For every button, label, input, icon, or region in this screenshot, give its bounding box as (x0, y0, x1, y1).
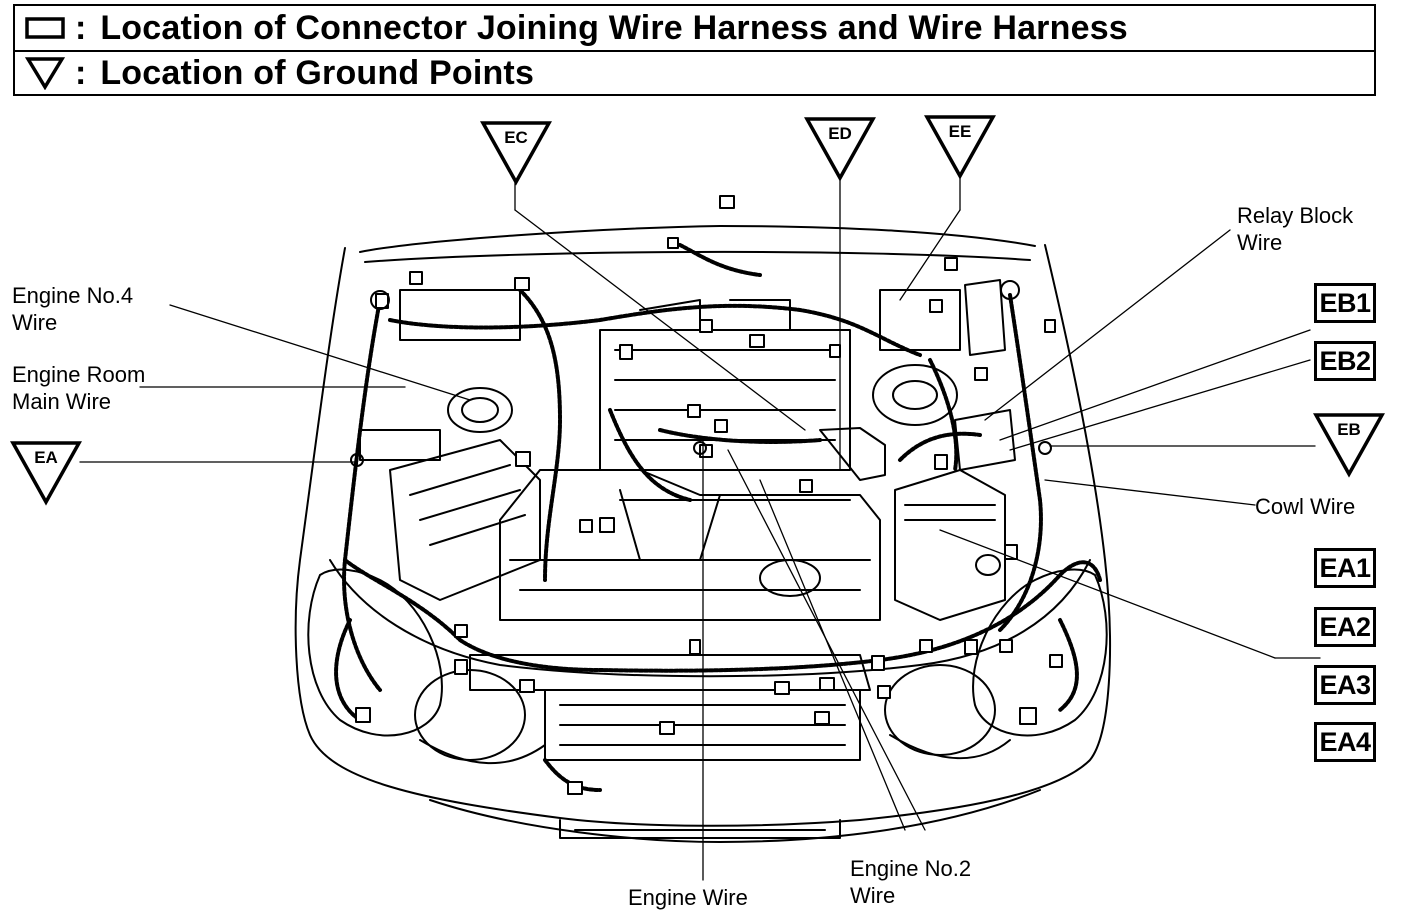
connector-ea1: EA1 (1314, 548, 1380, 592)
ground-point-ed: ED (804, 116, 876, 182)
leader-engine-no2-b (759, 479, 906, 831)
leader-engine-no4 (169, 304, 471, 401)
leader-ee-b (899, 209, 961, 301)
connector-ea3: EA3 (1314, 665, 1380, 709)
wire-harnesses (334, 243, 1102, 792)
leader-relay-block (984, 229, 1231, 421)
leader-lines (79, 167, 1321, 881)
label-engine-no2-wire: Engine No.2 Wire (850, 856, 972, 908)
label-relay-block-wire: Relay Block Wire (1237, 203, 1354, 255)
leader-eb1 (999, 329, 1311, 441)
leader-ea-group-b (939, 529, 1276, 659)
ground-label-eb: EB (1337, 420, 1361, 439)
ground-triangle-icon (804, 117, 876, 182)
ground-symbol-icon (15, 56, 75, 90)
battery-box (819, 279, 1016, 621)
label-engine-room-main-wire: Engine Room Main Wire (12, 362, 146, 414)
ground-point-ea: EA (10, 440, 82, 506)
ground-point-ee: EE (924, 114, 996, 180)
legend-connector-text: Location of Connector Joining Wire Harne… (100, 8, 1128, 47)
ground-label-ea: EA (34, 448, 58, 467)
legend-box: : Location of Connector Joining Wire Har… (13, 4, 1376, 96)
ground-label-ec: EC (504, 128, 528, 147)
ground-triangle-icon (480, 121, 552, 186)
harness-connectors (355, 195, 1063, 795)
ground-triangle-icon (10, 441, 82, 506)
connector-eb2: EB2 (1314, 341, 1380, 385)
leader-ec-b (514, 209, 806, 431)
ground-label-ee: EE (948, 122, 972, 141)
connector-ea4: EA4 (1314, 722, 1380, 766)
ground-triangle-icon (924, 115, 996, 180)
connector-eb1: EB1 (1314, 283, 1380, 327)
legend-row-ground: : Location of Ground Points (15, 50, 1374, 94)
headlight-right (884, 568, 1108, 760)
ground-triangle-icon (1313, 413, 1385, 478)
label-engine-no4-wire: Engine No.4 Wire (12, 283, 134, 335)
legend-colon: : (75, 53, 87, 92)
connector-symbol-icon (15, 16, 75, 40)
air-cleaner (359, 289, 541, 601)
legend-colon: : (75, 8, 87, 47)
ground-point-ec: EC (480, 120, 552, 186)
ground-point-eb: EB (1313, 412, 1385, 478)
label-cowl-wire: Cowl Wire (1255, 494, 1356, 519)
leader-eb2 (1009, 359, 1311, 451)
legend-ground-text: Location of Ground Points (100, 53, 535, 92)
label-engine-wire: Engine Wire (628, 885, 748, 910)
ground-bolts (350, 280, 1052, 467)
legend-row-connector: : Location of Connector Joining Wire Har… (15, 6, 1374, 50)
leader-cowl (1044, 479, 1256, 506)
connector-ea2: EA2 (1314, 607, 1380, 651)
ground-label-ed: ED (828, 124, 852, 143)
